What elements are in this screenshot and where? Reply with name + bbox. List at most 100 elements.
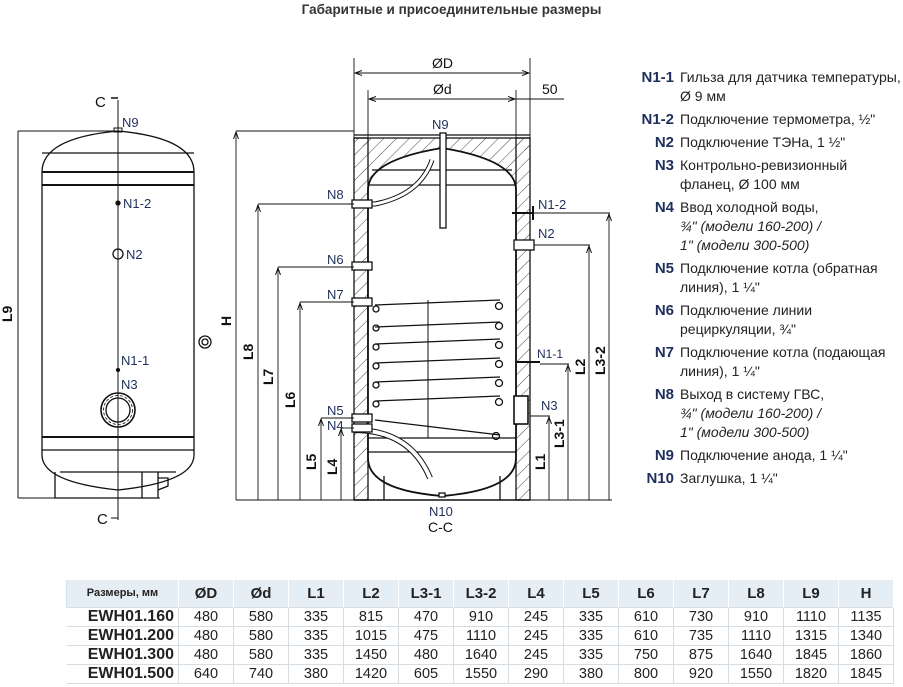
section-label-n1-2: N1-2 — [538, 197, 566, 212]
table-cell: 875 — [673, 644, 729, 665]
dimensions-table: Размеры, мм ØD Ød L1 L2 L3-1 L3-2 L4 L5 … — [66, 580, 894, 684]
column-header: L9 — [783, 580, 839, 607]
page-title: Габаритные и присоединительные размеры — [301, 2, 602, 17]
side-fitting — [198, 335, 212, 349]
table-cell: 335 — [563, 606, 619, 627]
table-cell: 480 — [178, 625, 234, 646]
table-cell: 1420 — [343, 663, 399, 684]
table-cell: 580 — [233, 606, 289, 627]
column-header: L5 — [563, 580, 619, 607]
table-cell: 1550 — [728, 663, 784, 684]
section-label-n6: N6 — [327, 252, 344, 267]
legend-text: Выход в систему ГВС, — [680, 386, 825, 402]
dim-label-h: H — [218, 316, 234, 326]
legend-code: N2 — [654, 134, 674, 151]
table-cell: 470 — [398, 606, 454, 627]
n1-1-point — [115, 367, 121, 373]
section-mark-bottom: C — [97, 511, 108, 528]
legend-text: Подключение котла (обратная линия), 1 ¼" — [680, 260, 878, 295]
dim-label-l1: L1 — [532, 453, 548, 470]
anode-rod — [439, 132, 447, 229]
side-label-n2: N2 — [126, 247, 143, 262]
legend-variant: 1" (модели 300-500) — [680, 424, 810, 440]
side-label-n9: N9 — [122, 115, 139, 130]
column-header: L4 — [508, 580, 564, 607]
legend-code: N3 — [654, 157, 674, 174]
legend-code: N10 — [646, 470, 674, 487]
legend-code: N8 — [654, 386, 674, 403]
dim-label-l7: L7 — [260, 368, 276, 385]
dim-label-50: 50 — [542, 81, 558, 97]
table-cell: 290 — [508, 663, 564, 684]
dim-label-l4: L4 — [324, 458, 340, 475]
legend-text: Контрольно-ревизионный фланец, Ø 100 мм — [680, 157, 848, 192]
section-label-n5: N5 — [327, 403, 344, 418]
legend-item: N1-2 Подключение термометра, ½" — [628, 110, 903, 129]
legend-text: Ввод холодной воды, — [680, 199, 819, 215]
dim-label-inner-diameter: Ød — [433, 81, 452, 97]
dim-label-l3-2: L3-2 — [592, 346, 608, 375]
column-header: L3-1 — [398, 580, 454, 607]
legend-item: N5 Подключение котла (обратная линия), 1… — [628, 259, 903, 297]
dim-label-l9: L9 — [0, 305, 15, 322]
insulation-right — [515, 137, 531, 501]
legend-text: Подключение линии рециркуляции, ¾" — [680, 302, 813, 337]
dimension-lines — [236, 58, 612, 501]
column-header: L2 — [343, 580, 399, 607]
table-cell: 1820 — [783, 663, 839, 684]
table-cell: 1110 — [783, 606, 839, 627]
table-cell: 335 — [563, 625, 619, 646]
table-cell: 640 — [178, 663, 234, 684]
table-cell: 1110 — [728, 625, 784, 646]
column-header: L8 — [728, 580, 784, 607]
table-cell: 800 — [618, 663, 674, 684]
section-label-n8: N8 — [327, 187, 344, 202]
legend-item: N4 Ввод холодной воды, ¾" (модели 160-20… — [628, 198, 903, 255]
n2-fitting — [513, 239, 535, 251]
table-cell: 1450 — [343, 644, 399, 665]
table-cell: 1845 — [838, 663, 894, 684]
n9-socket — [113, 127, 123, 133]
table-cell: 245 — [508, 625, 564, 646]
legend-item: N10 Заглушка, 1 ¼" — [628, 469, 903, 488]
legend-code: N7 — [654, 344, 674, 361]
side-label-n3: N3 — [121, 377, 138, 392]
column-header: L1 — [288, 580, 344, 607]
legend-code: N1-1 — [641, 69, 674, 86]
n2-socket — [112, 248, 124, 260]
section-label-n9: N9 — [432, 117, 449, 132]
table-cell: 580 — [233, 644, 289, 665]
table-cell: 1135 — [838, 606, 894, 627]
legend-item: N1-1 Гильза для датчика температуры, Ø 9… — [628, 68, 903, 106]
n4-fitting — [351, 423, 373, 433]
n3-flange-section — [513, 395, 529, 425]
table-cell: 815 — [343, 606, 399, 627]
table-cell: 1845 — [783, 644, 839, 665]
n8-fitting — [351, 199, 373, 209]
section-label-n7: N7 — [327, 287, 344, 302]
model-name: EWH01.300 — [66, 644, 179, 665]
table-cell: 335 — [563, 644, 619, 665]
table-cell: 1860 — [838, 644, 894, 665]
table-cell: 1550 — [453, 663, 509, 684]
table-cell: 580 — [233, 625, 289, 646]
table-cell: 605 — [398, 663, 454, 684]
table-cell: 245 — [508, 644, 564, 665]
table-cell: 1640 — [728, 644, 784, 665]
table-cell: 610 — [618, 625, 674, 646]
n1-2-point — [115, 200, 121, 206]
table-cell: 1640 — [453, 644, 509, 665]
table-header-row: Размеры, мм ØD Ød L1 L2 L3-1 L3-2 L4 L5 … — [66, 580, 894, 607]
column-header: L7 — [673, 580, 729, 607]
table-cell: 910 — [453, 606, 509, 627]
legend-item: N3 Контрольно-ревизионный фланец, Ø 100 … — [628, 156, 903, 194]
legend-text: Подключение ТЭНа, 1 ½" — [680, 134, 846, 150]
table-cell: 740 — [233, 663, 289, 684]
column-header: H — [838, 580, 894, 607]
section-label-n4: N4 — [327, 418, 344, 433]
table-cell: 730 — [673, 606, 729, 627]
